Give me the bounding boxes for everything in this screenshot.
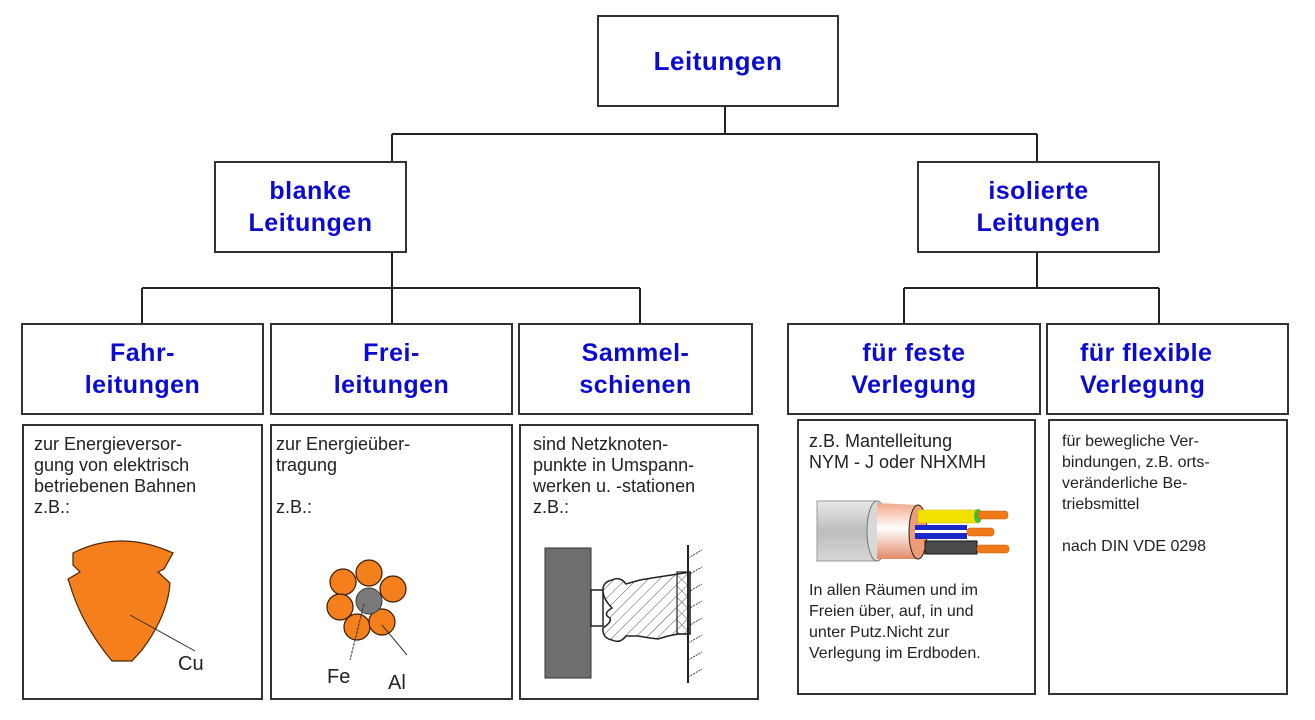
al-strand [355, 559, 383, 587]
desc-flexible-verlegung: für bewegliche Ver- bindungen, z.B. orts… [1048, 419, 1288, 695]
core-black [924, 540, 978, 555]
cu-label: Cu [178, 653, 204, 675]
node-label: Sammel- [581, 339, 690, 367]
node-label: Leitungen [653, 46, 783, 76]
fe-label: Fe [327, 666, 350, 688]
cu-pointer-line [129, 614, 196, 652]
desc-spacer [276, 476, 501, 497]
desc-line: z.B.: [276, 497, 313, 517]
insulator-icon [602, 571, 691, 643]
desc-line: Freien über, auf, in und [809, 603, 974, 620]
node-label: für feste [862, 339, 966, 367]
desc-line: z.B.: [533, 497, 570, 517]
desc-line: zur Energieüber- [276, 434, 411, 454]
node-label: Fahr- [110, 339, 175, 367]
node-label: Verlegung [851, 371, 977, 399]
node-label: Frei- [363, 339, 420, 367]
core-yellow [917, 509, 979, 524]
node-flexible-verlegung: für flexible Verlegung [1046, 323, 1289, 415]
node-sammelschienen: Sammel- schienen [518, 323, 753, 415]
wall-mount [676, 571, 691, 635]
sheathed-cable-figure [816, 500, 1010, 562]
desc-line: punkte in Umspann- [533, 455, 695, 475]
fe-core [355, 587, 383, 615]
stranded-conductor-figure: Fe Al [326, 559, 408, 694]
contact-wire-profile-icon [67, 540, 174, 662]
desc-line: NYM - J oder NHXMH [809, 452, 987, 472]
wall-hatch [687, 549, 703, 678]
desc-line: betriebenen Bahnen [34, 476, 197, 496]
node-label: für flexible [1080, 339, 1213, 367]
busbar-figure [544, 545, 703, 683]
busbar-clamp [590, 589, 604, 627]
node-isolierte-leitungen: isolierte Leitungen [917, 161, 1160, 253]
desc-line: veränderliche Be- [1062, 475, 1188, 492]
desc-line: z.B. Mantelleitung [809, 431, 953, 451]
desc-line: sind Netzknoten- [533, 434, 669, 454]
desc-line: werken u. -stationen [533, 476, 696, 496]
node-label: blanke [269, 177, 352, 205]
desc-line: unter Putz.Nicht zur [809, 624, 950, 641]
desc-line: tragung [276, 455, 338, 475]
busbar-icon [544, 547, 592, 679]
al-strand [326, 593, 354, 621]
node-freileitungen: Frei- leitungen [270, 323, 513, 415]
node-feste-verlegung: für feste Verlegung [787, 323, 1041, 415]
copper-wire-end [966, 527, 995, 537]
node-label: schienen [579, 371, 692, 399]
al-pointer-line [381, 624, 408, 656]
al-strand [368, 608, 396, 636]
desc-line: Verlegung im Erdboden. [809, 645, 981, 662]
inner-sheath-icon [877, 503, 918, 559]
node-leitungen: Leitungen [597, 15, 839, 107]
node-label: leitungen [84, 371, 201, 399]
desc-line: zur Energieversor- [34, 434, 183, 454]
desc-line: In allen Räumen und im [809, 582, 978, 599]
node-label: leitungen [333, 371, 450, 399]
node-label: Verlegung [1080, 371, 1206, 399]
node-label: Leitungen [976, 209, 1101, 237]
fe-pointer-line [349, 603, 365, 661]
desc-spacer [1062, 515, 1276, 536]
desc-line: für bewegliche Ver- [1062, 433, 1199, 450]
al-strand [343, 613, 371, 641]
al-label: Al [388, 672, 406, 694]
desc-line: bindungen, z.B. orts- [1062, 454, 1210, 471]
node-fahrleitungen: Fahr- leitungen [21, 323, 264, 415]
node-blanke-leitungen: blanke Leitungen [214, 161, 407, 253]
desc-line: z.B.: [34, 497, 71, 517]
desc-freileitungen: zur Energieüber- tragung z.B.: [270, 424, 513, 700]
desc-line: gung von elektrisch [34, 455, 190, 475]
copper-wire-end [976, 544, 1010, 554]
al-strand [379, 575, 407, 603]
node-label: Leitungen [248, 209, 373, 237]
desc-line: triebsmittel [1062, 496, 1140, 513]
copper-wire-end [977, 510, 1009, 520]
node-label: isolierte [988, 177, 1089, 205]
al-strand [329, 568, 357, 596]
contact-wire-figure: Cu [67, 540, 204, 675]
desc-line: nach DIN VDE 0298 [1062, 538, 1207, 555]
